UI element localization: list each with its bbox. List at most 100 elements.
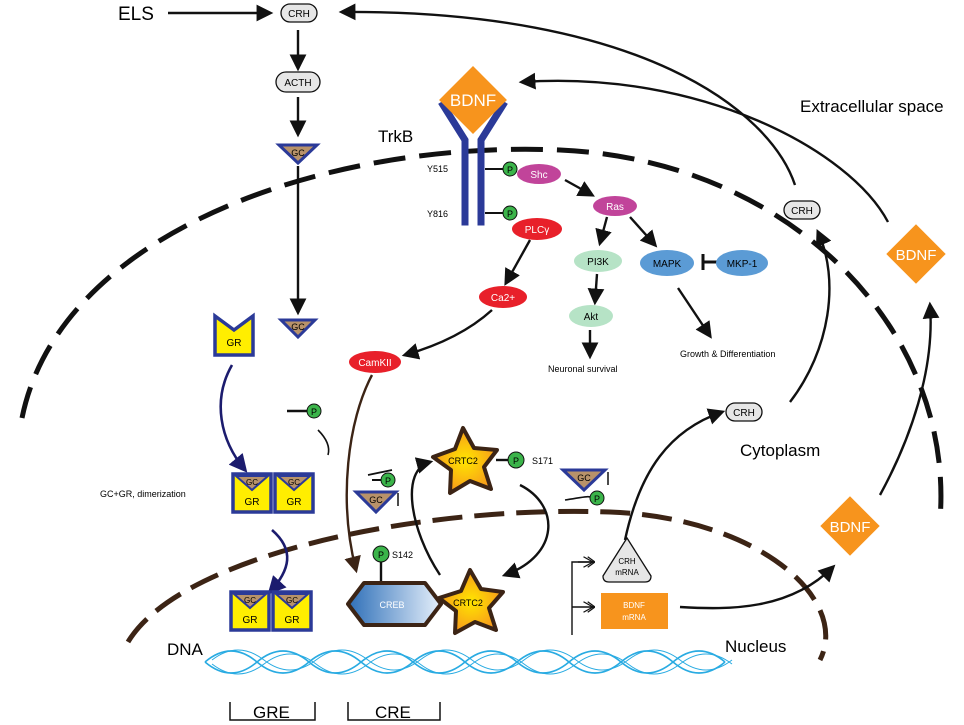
arrow-crh-loop bbox=[338, 3, 797, 186]
svg-text:GR: GR bbox=[285, 615, 300, 626]
dna-helix bbox=[204, 649, 733, 675]
arrow-camkii-creb bbox=[344, 374, 374, 574]
plcg-node: PLCγ bbox=[512, 218, 562, 240]
arrow-plcg-ca bbox=[504, 239, 532, 286]
neuronal-survival-label: Neuronal survival bbox=[548, 364, 618, 374]
crh-mrna: CRH mRNA bbox=[602, 536, 652, 583]
svg-text:P: P bbox=[513, 456, 519, 466]
svg-text:GC: GC bbox=[244, 596, 256, 605]
cell-membrane bbox=[19, 146, 944, 521]
pi3k-node: PI3K bbox=[574, 250, 622, 272]
s171-label: S171 bbox=[532, 456, 553, 466]
svg-text:CRH: CRH bbox=[618, 557, 636, 566]
mkp1-node: MKP-1 bbox=[716, 250, 768, 276]
gc-gr-dimer-cytoplasm: GC GC GR GR bbox=[231, 472, 315, 514]
gc-triangle-left: GC bbox=[352, 490, 400, 515]
crtc2-cytoplasm: CRTC2 P bbox=[431, 426, 525, 495]
dna-label: DNA bbox=[167, 640, 204, 659]
bdnf-extracellular: BDNF bbox=[886, 224, 946, 284]
extracellular-label: Extracellular space bbox=[800, 97, 944, 116]
crh-membrane-node: CRH bbox=[783, 200, 821, 220]
trkb-label: TrkB bbox=[378, 127, 413, 146]
nuclear-membrane bbox=[125, 508, 829, 662]
arrow-crh-crh bbox=[789, 228, 832, 403]
phospho-gc-left: P bbox=[372, 472, 396, 488]
bdnf-cytoplasm: BDNF bbox=[820, 496, 880, 556]
svg-text:GR: GR bbox=[243, 615, 258, 626]
svg-text:P: P bbox=[594, 494, 600, 504]
svg-text:CRTC2: CRTC2 bbox=[448, 456, 478, 466]
y816-label: Y816 bbox=[427, 209, 448, 219]
svg-text:mRNA: mRNA bbox=[622, 613, 646, 622]
camkii-node: CamKII bbox=[349, 351, 401, 373]
arrow-ca-camkii bbox=[401, 309, 493, 360]
mapk-node: MAPK bbox=[640, 250, 694, 276]
s142-label: S142 bbox=[392, 550, 413, 560]
svg-text:CRH: CRH bbox=[791, 206, 813, 217]
arrow-bdnfmrna-bdnf bbox=[679, 564, 836, 610]
crh-cytoplasm-node: CRH bbox=[725, 402, 763, 422]
arrow-mkp1-inhibit bbox=[701, 254, 718, 270]
svg-text:mRNA: mRNA bbox=[615, 568, 639, 577]
svg-text:GC: GC bbox=[291, 148, 305, 158]
svg-text:Akt: Akt bbox=[584, 312, 599, 323]
y515-label: Y515 bbox=[427, 164, 448, 174]
phospho-free: P bbox=[287, 403, 322, 419]
svg-text:GC: GC bbox=[288, 478, 300, 487]
svg-text:BDNF: BDNF bbox=[830, 519, 871, 536]
phospho-y816: P bbox=[485, 205, 518, 221]
svg-text:CRH: CRH bbox=[733, 408, 755, 419]
svg-text:GC: GC bbox=[246, 478, 258, 487]
svg-text:MAPK: MAPK bbox=[653, 259, 682, 270]
svg-text:Ras: Ras bbox=[606, 202, 624, 213]
gc-triangle-cytoplasm: GC bbox=[277, 318, 319, 340]
arrow-bdnf-release bbox=[518, 72, 890, 223]
ca2-node: Ca2+ bbox=[479, 286, 527, 308]
svg-text:GC: GC bbox=[577, 473, 591, 483]
gc-gr-dimer-nucleus: GC GC GR GR bbox=[229, 590, 313, 632]
cre-bracket bbox=[347, 702, 441, 721]
svg-text:PLCγ: PLCγ bbox=[525, 225, 549, 236]
arrow-crtc2-nucleus bbox=[501, 483, 550, 579]
gc-triangle-top: GC bbox=[275, 143, 321, 166]
ras-node: Ras bbox=[593, 196, 637, 216]
svg-text:GR: GR bbox=[245, 497, 260, 508]
arrow-ras-mapk bbox=[629, 216, 658, 248]
arrow-shc-ras bbox=[564, 178, 595, 197]
gr-receptor: GR bbox=[213, 312, 255, 357]
svg-text:ACTH: ACTH bbox=[284, 78, 311, 89]
svg-text:CamKII: CamKII bbox=[358, 358, 391, 369]
gre-label: GRE bbox=[253, 703, 290, 722]
svg-text:BDNF: BDNF bbox=[896, 247, 937, 264]
bdnf-mrna: BDNF mRNA bbox=[601, 593, 668, 629]
svg-text:GR: GR bbox=[227, 338, 242, 349]
nucleus-label: Nucleus bbox=[725, 637, 786, 656]
svg-text:P: P bbox=[507, 165, 513, 175]
gc-triangle-right: GC bbox=[559, 468, 609, 493]
arrow-pi3k-akt bbox=[587, 273, 605, 306]
phospho-y515: P bbox=[485, 161, 518, 177]
arrow-mapk-growth bbox=[677, 287, 712, 339]
bdnf-ligand-receptor: BDNF bbox=[439, 66, 507, 134]
creb-node: P CREB bbox=[346, 545, 443, 627]
svg-text:P: P bbox=[385, 476, 391, 486]
svg-text:Ca2+: Ca2+ bbox=[491, 293, 515, 304]
svg-text:CREB: CREB bbox=[379, 600, 404, 610]
svg-text:MKP-1: MKP-1 bbox=[727, 259, 758, 270]
svg-text:GC: GC bbox=[369, 495, 383, 505]
svg-text:GR: GR bbox=[287, 497, 302, 508]
arrow-gr-dimer bbox=[219, 364, 248, 473]
svg-text:GC: GC bbox=[286, 596, 298, 605]
dimerization-label: GC+GR, dimerization bbox=[100, 489, 186, 499]
acth-node: ACTH bbox=[275, 71, 321, 93]
cytoplasm-label: Cytoplasm bbox=[740, 441, 820, 460]
svg-text:GC: GC bbox=[291, 322, 305, 332]
arrow-gc-dephos bbox=[367, 469, 393, 476]
arrow-bdnf-out bbox=[878, 301, 940, 496]
shc-node: Shc bbox=[517, 164, 561, 184]
svg-text:CRH: CRH bbox=[288, 9, 310, 20]
els-label: ELS bbox=[118, 4, 154, 25]
arrow-dimer-nucleus bbox=[267, 529, 289, 595]
arrow-p-curve bbox=[317, 429, 330, 456]
